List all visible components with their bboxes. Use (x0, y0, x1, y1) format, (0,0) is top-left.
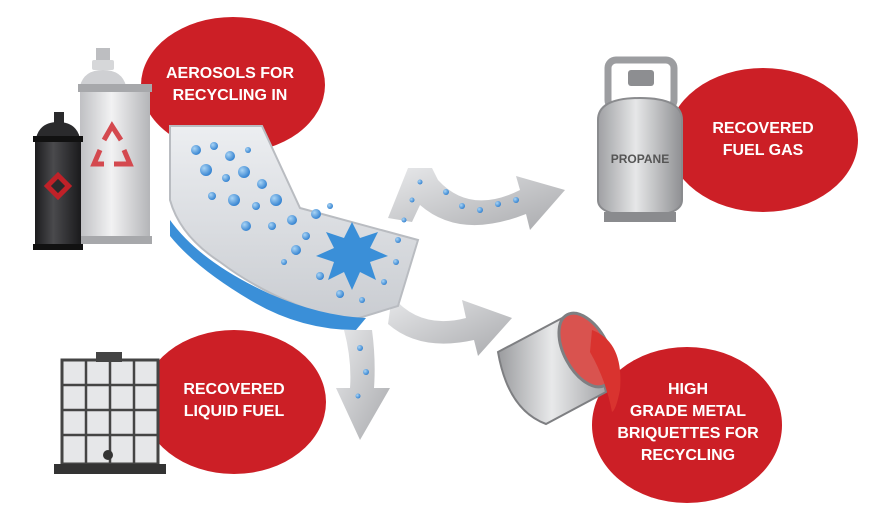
gas-bubbles (191, 142, 519, 399)
ibc-container-icon (54, 352, 166, 474)
fuel-gas-bubble (668, 68, 858, 212)
recycle-symbol-icon (90, 121, 134, 167)
burst-icon (316, 222, 388, 290)
aerosol-cans-icon (33, 48, 152, 250)
arrow-to-metal (388, 296, 512, 356)
arrow-to-liquid-fuel (336, 330, 390, 440)
metal-label-line-3: BRIQUETTES FOR (617, 425, 759, 442)
liquid-fuel-label-line-1: RECOVERED (183, 381, 284, 398)
metal-label-line-1: HIGH (668, 381, 708, 398)
aerosols-label-line-2: RECYCLING IN (173, 87, 288, 104)
separation-tray (169, 125, 420, 330)
propane-tank-icon: PROPANE (597, 56, 683, 222)
liquid-fuel-label-line-2: LIQUID FUEL (184, 403, 285, 420)
fuel-gas-label-line-1: RECOVERED (712, 120, 813, 137)
aerosols-bubble (141, 17, 325, 153)
fuel-gas-label-line-2: FUEL GAS (723, 142, 804, 159)
metal-label-line-4: RECYCLING (641, 447, 735, 464)
metal-bubble (592, 347, 782, 503)
propane-label: PROPANE (611, 152, 669, 166)
arrow-to-fuel-gas (388, 168, 565, 230)
liquid-fuel-bubble (142, 330, 326, 474)
aerosols-label-line-1: AEROSOLS FOR (166, 65, 294, 82)
metal-label-line-2: GRADE METAL (630, 403, 746, 420)
metal-bucket-icon (496, 311, 621, 426)
